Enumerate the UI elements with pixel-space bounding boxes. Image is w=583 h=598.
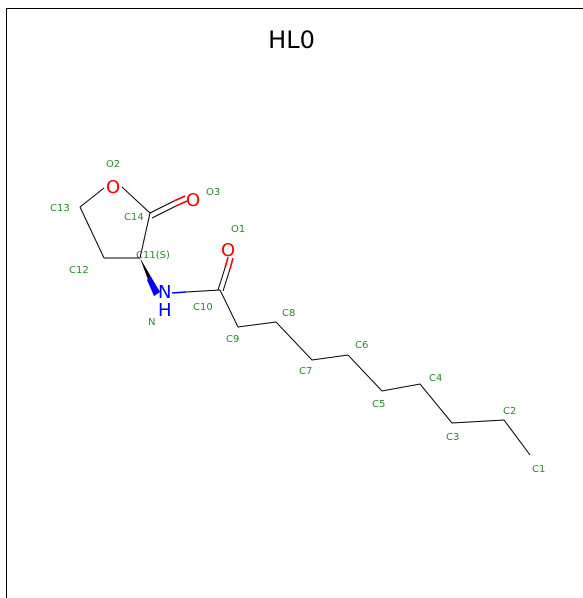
label-o2: O2 — [106, 159, 120, 170]
bond-c10-o1-a — [217, 267, 226, 291]
bond-c14-c11 — [139, 212, 151, 259]
atom-h: H — [158, 300, 172, 321]
bond-c14-o3-b — [151, 205, 177, 219]
bond-o3-red-b — [175, 200, 188, 207]
label-n: N — [148, 317, 155, 328]
bond-n-c10 — [185, 289, 221, 293]
label-c1: C1 — [532, 464, 545, 475]
bond-n-c10-blue — [171, 291, 187, 294]
label-c7: C7 — [299, 366, 312, 377]
label-o3: O3 — [206, 187, 220, 198]
bond-c10-o1-b — [222, 268, 231, 292]
atom-o1: O — [221, 240, 235, 261]
label-c4: C4 — [429, 373, 442, 384]
atom-n: N — [158, 282, 171, 303]
label-c2: C2 — [503, 406, 516, 417]
atom-o2: O — [106, 177, 120, 198]
bond-c14-o3-a — [149, 200, 175, 214]
bond-c13-c12 — [79, 206, 105, 259]
label-c14: C14 — [124, 212, 144, 223]
label-c12: C12 — [69, 265, 89, 276]
alkyl-chain — [219, 289, 531, 456]
label-c6: C6 — [355, 340, 368, 351]
label-c10: C10 — [193, 302, 213, 313]
wedge-c11-n-blue — [147, 276, 160, 296]
label-c8: C8 — [282, 308, 295, 319]
label-c3: C3 — [446, 432, 459, 443]
atom-o3: O — [186, 190, 200, 211]
bond-o3-red-a — [173, 195, 186, 202]
bond-o2-c14 — [121, 186, 151, 214]
molecule-title: HL0 — [268, 26, 315, 54]
bond-o1-red-b — [229, 257, 234, 270]
label-c5: C5 — [372, 399, 385, 410]
label-c11: C11(S) — [136, 250, 170, 261]
label-o1: O1 — [231, 224, 245, 235]
label-c9: C9 — [226, 334, 239, 345]
diagram-frame — [6, 8, 583, 598]
label-c13: C13 — [50, 203, 70, 214]
bond-o1-red-a — [224, 256, 229, 269]
bond-c13-o2 — [79, 187, 105, 208]
